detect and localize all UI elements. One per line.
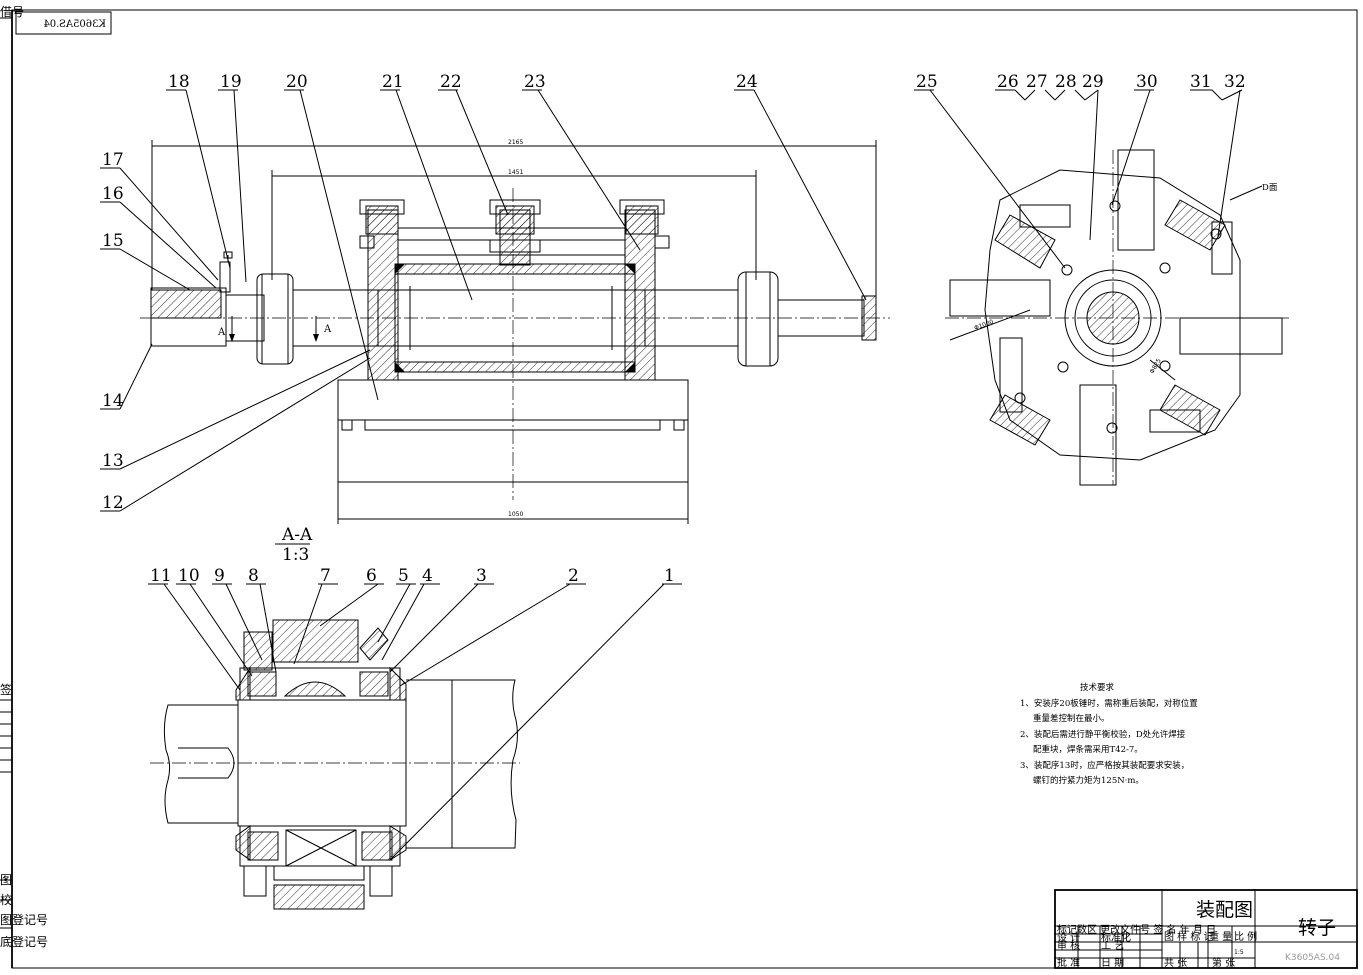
balloon-18: 18 bbox=[168, 72, 190, 92]
balloon-30: 30 bbox=[1136, 72, 1158, 92]
balloon-11: 11 bbox=[150, 566, 172, 586]
section-scale: 1:3 bbox=[282, 545, 309, 565]
view-label-d: D面 bbox=[1262, 183, 1278, 193]
balloon-2: 2 bbox=[568, 566, 579, 586]
strip-draw-label: 图 bbox=[0, 873, 12, 887]
balloon-8: 8 bbox=[248, 566, 259, 586]
section-leaders bbox=[148, 583, 682, 861]
balloon-1: 1 bbox=[664, 566, 675, 586]
tech-req-line-4: 配重块，焊条需采用T42-7。 bbox=[1033, 744, 1143, 755]
balloon-27: 27 bbox=[1026, 72, 1048, 92]
dim-radius-inner: Φ825 bbox=[1149, 357, 1163, 375]
title-approve: 批 准 bbox=[1057, 956, 1080, 969]
strip-reg2-label: 底登记号 bbox=[0, 934, 48, 949]
balloon-29: 29 bbox=[1082, 72, 1104, 92]
balloon-28: 28 bbox=[1055, 72, 1077, 92]
balloon-12: 12 bbox=[102, 493, 124, 513]
tech-req-heading: 技术要求 bbox=[1080, 682, 1115, 693]
section-mark-right: A bbox=[323, 324, 332, 335]
section-view bbox=[150, 619, 520, 910]
section-title: A-A bbox=[281, 525, 313, 545]
tech-req-line-1: 1、安装序20板锤时，需称重后装配，对称位置 bbox=[1020, 698, 1198, 709]
mirrored-code-label: K3605AS.04 bbox=[43, 19, 106, 30]
balloon-7: 7 bbox=[320, 566, 331, 586]
title-weight: 重 量 bbox=[1209, 930, 1232, 943]
balloon-26: 26 bbox=[997, 72, 1019, 92]
balloon-24: 24 bbox=[736, 72, 758, 92]
tech-req-line-3: 2、装配后需进行静平衡校验，D处允许焊接 bbox=[1020, 729, 1186, 740]
rotor-side-view bbox=[140, 140, 890, 524]
left-margin-strip bbox=[0, 17, 12, 929]
balloon-32: 32 bbox=[1224, 72, 1246, 92]
strip-check-label: 校 bbox=[0, 892, 12, 907]
strip-top-label: 借号 bbox=[0, 5, 24, 19]
balloon-19: 19 bbox=[220, 72, 242, 92]
title-design: 设 计 bbox=[1057, 931, 1080, 944]
balloon-4: 4 bbox=[422, 566, 433, 586]
strip-reg1-label: 图登记号 bbox=[0, 912, 48, 927]
title-process: 工 艺 bbox=[1101, 940, 1124, 952]
balloon-15: 15 bbox=[102, 231, 124, 251]
balloon-22: 22 bbox=[440, 72, 462, 92]
balloon-5: 5 bbox=[398, 566, 409, 586]
title-part-name: 转子 bbox=[1298, 917, 1336, 939]
tech-req-line-2: 重量差控制在最小。 bbox=[1033, 713, 1110, 724]
balloon-3: 3 bbox=[476, 566, 487, 586]
title-standard: 标准化 bbox=[1101, 931, 1131, 944]
title-sheets-total: 共 张 bbox=[1164, 957, 1187, 969]
title-scale-label: 比 例 bbox=[1234, 930, 1257, 943]
balloon-16: 16 bbox=[102, 184, 124, 204]
title-date: 日 期 bbox=[1101, 957, 1124, 969]
title-sheet-no: 第 张 bbox=[1212, 956, 1235, 969]
title-block bbox=[1054, 889, 1358, 969]
dim-base: 1050 bbox=[508, 511, 523, 518]
balloon-17: 17 bbox=[102, 150, 124, 170]
balloon-31: 31 bbox=[1190, 72, 1212, 92]
tech-req-line-6: 螺钉的拧紧力矩为125N·m。 bbox=[1033, 775, 1144, 786]
title-mark: 图 样 标 记 bbox=[1164, 930, 1214, 943]
title-row1: 标记数区 更改文件号 签 名 年 月 日 bbox=[1057, 923, 1216, 936]
section-mark-left: A bbox=[217, 327, 226, 338]
balloon-10: 10 bbox=[178, 566, 200, 586]
drawing-frame bbox=[11, 9, 1358, 969]
rotor-end-view bbox=[945, 149, 1290, 486]
balloon-21: 21 bbox=[382, 72, 404, 92]
dim-radius-outer: Φ1000 bbox=[973, 318, 994, 331]
balloon-23: 23 bbox=[524, 72, 546, 92]
dim-overall: 2165 bbox=[508, 139, 523, 146]
balloon-6: 6 bbox=[366, 566, 377, 586]
tech-req-line-5: 3、装配序13时，应严格按其装配要求安装， bbox=[1020, 760, 1189, 771]
balloon-14: 14 bbox=[102, 391, 124, 411]
balloon-13: 13 bbox=[102, 451, 124, 471]
dim-inner: 1451 bbox=[508, 169, 523, 176]
main-leaders bbox=[100, 89, 867, 512]
strip-sign-label: 签 bbox=[0, 682, 12, 697]
title-review: 审 核 bbox=[1057, 939, 1080, 952]
title-drawing-type: 装配图 bbox=[1196, 899, 1253, 921]
title-scale-value: 1:5 bbox=[1234, 949, 1244, 956]
balloon-25: 25 bbox=[916, 72, 938, 92]
end-leaders bbox=[914, 89, 1243, 269]
balloon-9: 9 bbox=[214, 566, 225, 586]
balloon-20: 20 bbox=[286, 72, 308, 92]
title-drawing-code: K3605AS.04 bbox=[1285, 953, 1340, 963]
